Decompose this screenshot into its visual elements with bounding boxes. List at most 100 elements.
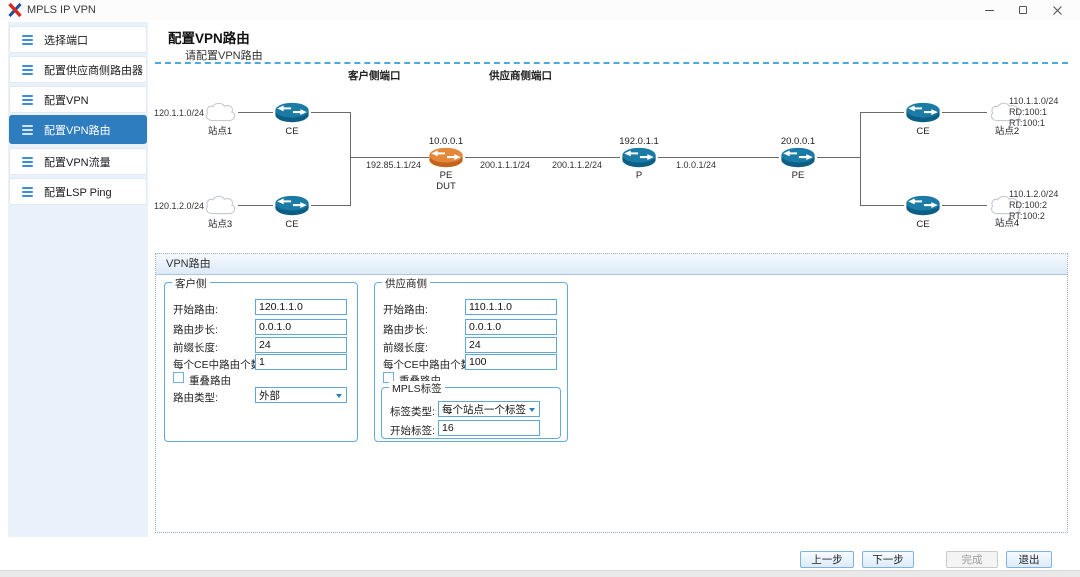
menu-icon <box>22 63 33 77</box>
sidebar: 选择端口 配置供应商侧路由器 配置VPN 配置VPN路由 配置VPN流量 配置L… <box>8 22 148 537</box>
site-net-label: 110.1.2.0/24 <box>1009 189 1058 200</box>
router-ce-icon <box>904 194 942 218</box>
provider-port-label: 供应商侧端口 <box>489 68 552 83</box>
provider-routes-per-ce-input[interactable] <box>465 354 557 370</box>
exit-button[interactable]: 退出 <box>1006 551 1052 568</box>
dotted-separator <box>155 62 1068 64</box>
panel-header: VPN路由 <box>156 254 1067 275</box>
site-cloud <box>202 193 240 217</box>
provider-side-group: 供应商侧 开始路由: 路由步长: 前缀长度: 每个CE中路由个数: 重叠路由 M… <box>374 282 568 442</box>
site-route-info: 110.1.2.0/24 RD:100:2 RT:100:2 <box>1009 189 1058 222</box>
start-label-label: 开始标签: <box>390 423 435 438</box>
sidebar-item-label: 配置LSP Ping <box>44 184 112 200</box>
menu-icon <box>22 185 33 199</box>
sidebar-item-vpn-route[interactable]: 配置VPN路由 <box>9 115 147 144</box>
provider-prefix-length-input[interactable] <box>465 337 557 353</box>
link-line <box>350 157 429 158</box>
start-route-input[interactable] <box>255 299 347 315</box>
route-type-label: 路由类型: <box>173 390 218 405</box>
router-p-icon <box>620 146 658 170</box>
site-route-info: 110.1.1.0/24 RD:100:1 RT:100:1 <box>1009 96 1058 129</box>
site-net-label: 120.1.1.0/24 <box>154 108 202 118</box>
site-rt-label: RT:100:2 <box>1009 211 1058 222</box>
link-line <box>860 205 904 206</box>
sidebar-item-vpn-traffic[interactable]: 配置VPN流量 <box>9 148 147 175</box>
link-line <box>465 157 620 158</box>
route-step-input[interactable] <box>255 319 347 335</box>
provider-start-route-label: 开始路由: <box>383 302 428 317</box>
link-line <box>658 157 779 158</box>
mpls-label-group: MPLS标签 标签类型: 每个站点一个标签 开始标签: <box>381 387 561 439</box>
provider-side-legend: 供应商侧 <box>382 276 430 291</box>
overlap-route-checkbox[interactable] <box>173 372 184 383</box>
router-ce-icon <box>273 101 311 125</box>
router-pe-icon <box>779 146 817 170</box>
sidebar-item-label: 配置VPN <box>44 92 89 108</box>
start-label-input[interactable] <box>438 420 540 436</box>
provider-route-step-input[interactable] <box>465 319 557 335</box>
page-subtitle: 请配置VPN路由 <box>185 47 263 63</box>
titlebar: MPLS IP VPN <box>0 0 1080 20</box>
router-name: CE <box>273 126 311 137</box>
site-net-label: 110.1.1.0/24 <box>1009 96 1058 107</box>
app-logo-icon <box>8 3 22 17</box>
link-line <box>238 112 273 113</box>
site-rd-label: RD:100:2 <box>1009 200 1058 211</box>
next-step-button[interactable]: 下一步 <box>862 551 914 568</box>
link-ip-label: 1.0.0.1/24 <box>676 160 716 170</box>
chevron-down-icon <box>529 408 535 412</box>
sidebar-item-label: 配置VPN路由 <box>44 122 111 138</box>
customer-side-group: 客户侧 开始路由: 路由步长: 前缀长度: 每个CE中路由个数: 重叠路由 路由… <box>164 282 358 442</box>
menu-icon <box>22 155 33 169</box>
route-type-select[interactable]: 外部 <box>255 387 347 403</box>
link-line <box>860 112 861 206</box>
vpn-route-panel: VPN路由 客户侧 开始路由: 路由步长: 前缀长度: 每个CE中路由个数: 重… <box>155 253 1068 533</box>
prefix-length-label: 前缀长度: <box>173 340 218 355</box>
sidebar-item-label: 配置供应商侧路由器 <box>44 62 143 78</box>
provider-start-route-input[interactable] <box>465 299 557 315</box>
route-step-label: 路由步长: <box>173 322 218 337</box>
window-controls <box>972 0 1074 20</box>
provider-route-step-label: 路由步长: <box>383 322 428 337</box>
link-line <box>860 112 904 113</box>
provider-routes-per-ce-label: 每个CE中路由个数: <box>383 357 474 372</box>
link-line <box>311 205 350 206</box>
sidebar-item-label: 配置VPN流量 <box>44 154 111 170</box>
routes-per-ce-label: 每个CE中路由个数: <box>173 357 264 372</box>
label-type-select[interactable]: 每个站点一个标签 <box>438 401 540 417</box>
minimize-button[interactable] <box>972 0 1006 20</box>
router-name: PE <box>779 170 817 181</box>
provider-prefix-length-label: 前缀长度: <box>383 340 428 355</box>
site-rt-label: RT:100:1 <box>1009 118 1058 129</box>
prefix-length-input[interactable] <box>255 337 347 353</box>
previous-step-button[interactable]: 上一步 <box>800 551 854 568</box>
router-name: CE <box>273 219 311 230</box>
start-route-label: 开始路由: <box>173 302 218 317</box>
maximize-button[interactable] <box>1006 0 1040 20</box>
window-bottom-edge <box>0 570 1080 577</box>
router-name: P <box>620 170 658 181</box>
menu-icon <box>22 93 33 107</box>
router-name: CE <box>904 219 942 230</box>
sidebar-item-lsp-ping[interactable]: 配置LSP Ping <box>9 178 147 205</box>
menu-icon <box>22 123 33 137</box>
link-ip-label: 200.1.1.1/24 <box>480 160 530 170</box>
topology-diagram: 客户侧端口 供应商侧端口 192.85.1.1/24 200.1.1.1/24 … <box>152 66 1080 252</box>
link-line <box>350 112 351 206</box>
link-ip-label: 200.1.1.2/24 <box>552 160 602 170</box>
sidebar-item-provider-router[interactable]: 配置供应商侧路由器 <box>9 56 147 83</box>
sidebar-item-label: 选择端口 <box>44 32 88 48</box>
sidebar-item-select-port[interactable]: 选择端口 <box>9 26 147 53</box>
router-name: CE <box>904 126 942 137</box>
close-button[interactable] <box>1040 0 1074 20</box>
site-net-label: 120.1.2.0/24 <box>154 201 202 211</box>
link-line <box>311 112 350 113</box>
finish-button[interactable]: 完成 <box>946 551 998 568</box>
site-name: 站点1 <box>200 123 240 137</box>
link-line <box>942 205 987 206</box>
link-line <box>942 112 987 113</box>
sidebar-item-vpn[interactable]: 配置VPN <box>9 86 147 113</box>
overlap-route-label: 重叠路由 <box>189 373 231 388</box>
routes-per-ce-input[interactable] <box>255 354 347 370</box>
site-rd-label: RD:100:1 <box>1009 107 1058 118</box>
